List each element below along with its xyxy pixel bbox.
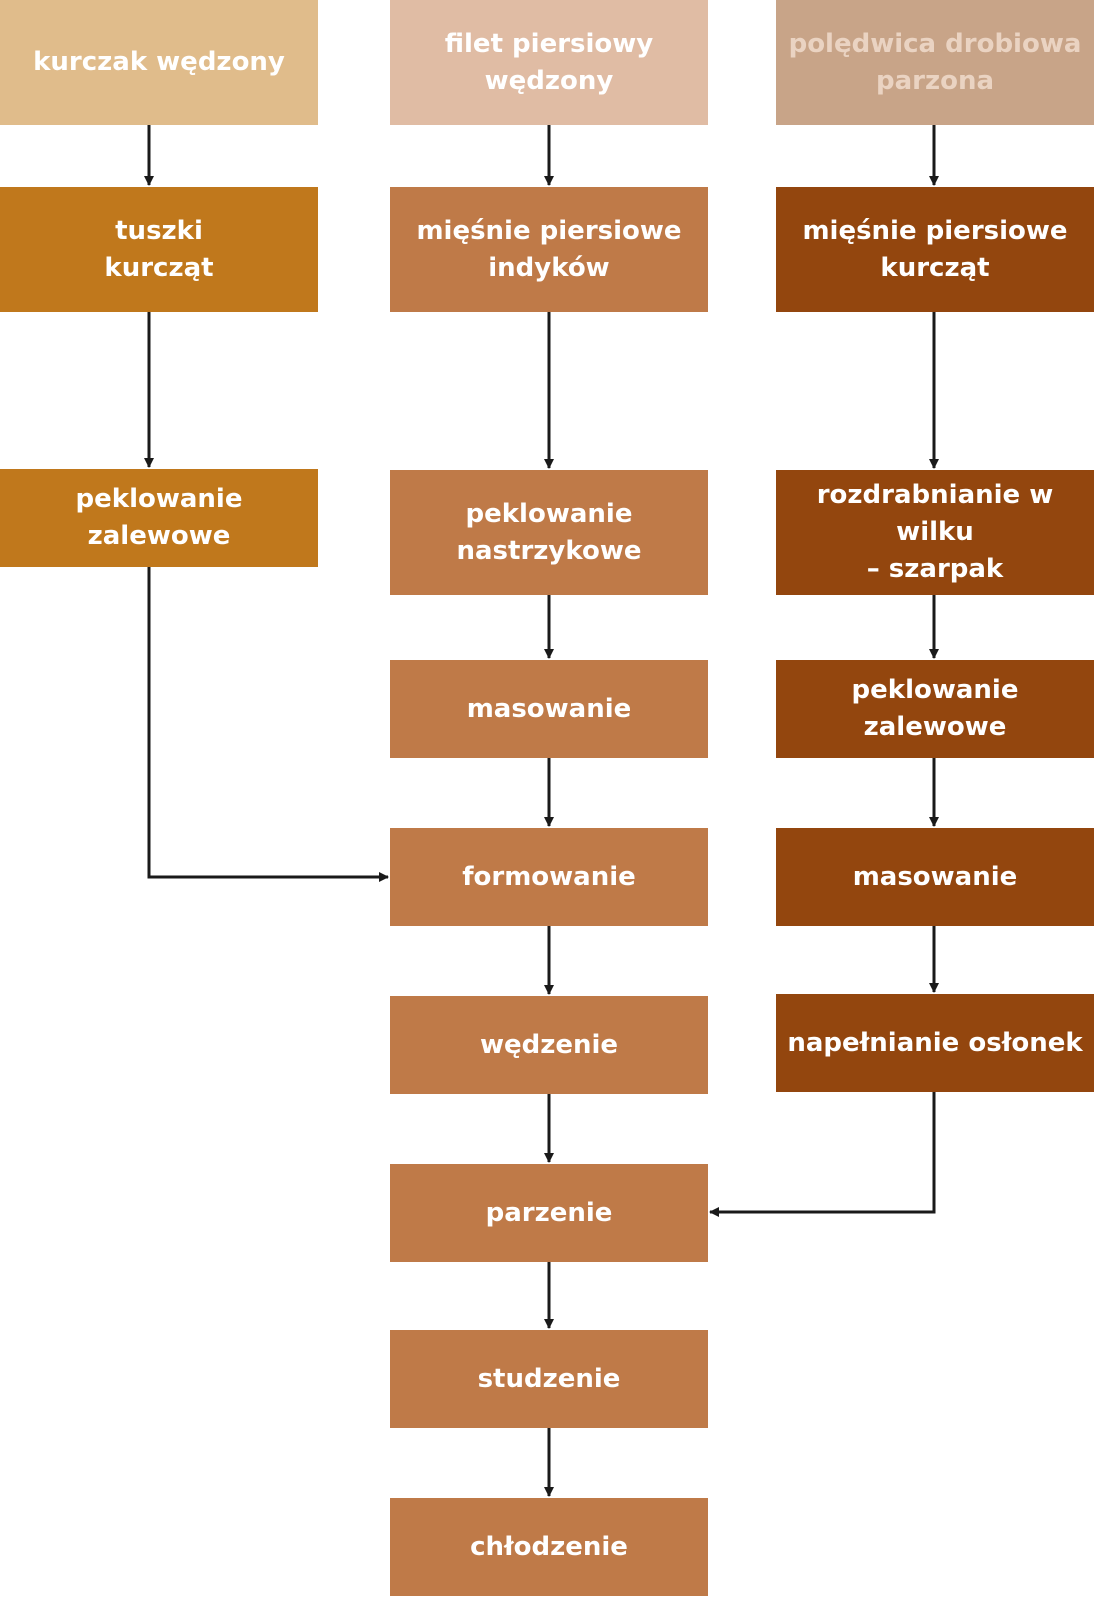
box-napelnianie-oslonek: napełnianie osłonek — [776, 994, 1094, 1092]
arrow-napelnianie-to-parzenie — [709, 1092, 936, 1217]
box-wedzenie: wędzenie — [390, 996, 708, 1094]
box-tuszki-kurczat: tuszki kurcząt — [0, 187, 318, 312]
header-poledwica-drobiowa-parzona: polędwica drobiowa parzona — [776, 0, 1094, 125]
arrow-peklowanie-to-formowanie — [147, 567, 389, 882]
box-formowanie: formowanie — [390, 828, 708, 926]
box-peklowanie-nastrzykowe: peklowanie nastrzykowe — [390, 470, 708, 595]
box-miesnie-piersiowe-kurczat: mięśnie piersiowe kurcząt — [776, 187, 1094, 312]
box-parzenie: parzenie — [390, 1164, 708, 1262]
box-studzenie: studzenie — [390, 1330, 708, 1428]
box-peklowanie-zalewowe-col1: peklowanie zalewowe — [0, 469, 318, 567]
box-chlodzenie: chłodzenie — [390, 1498, 708, 1596]
header-kurczak-wedzony: kurczak wędzony — [0, 0, 318, 125]
box-masowanie-col3: masowanie — [776, 828, 1094, 926]
box-rozdrabnianie-w-wilku: rozdrabnianie w wilku – szarpak — [776, 470, 1094, 595]
header-filet-piersiowy-wedzony: filet piersiowy wędzony — [390, 0, 708, 125]
box-miesnie-piersiowe-indykow: mięśnie piersiowe indyków — [390, 187, 708, 312]
box-peklowanie-zalewowe-col3: peklowanie zalewowe — [776, 660, 1094, 758]
box-masowanie-col2: masowanie — [390, 660, 708, 758]
